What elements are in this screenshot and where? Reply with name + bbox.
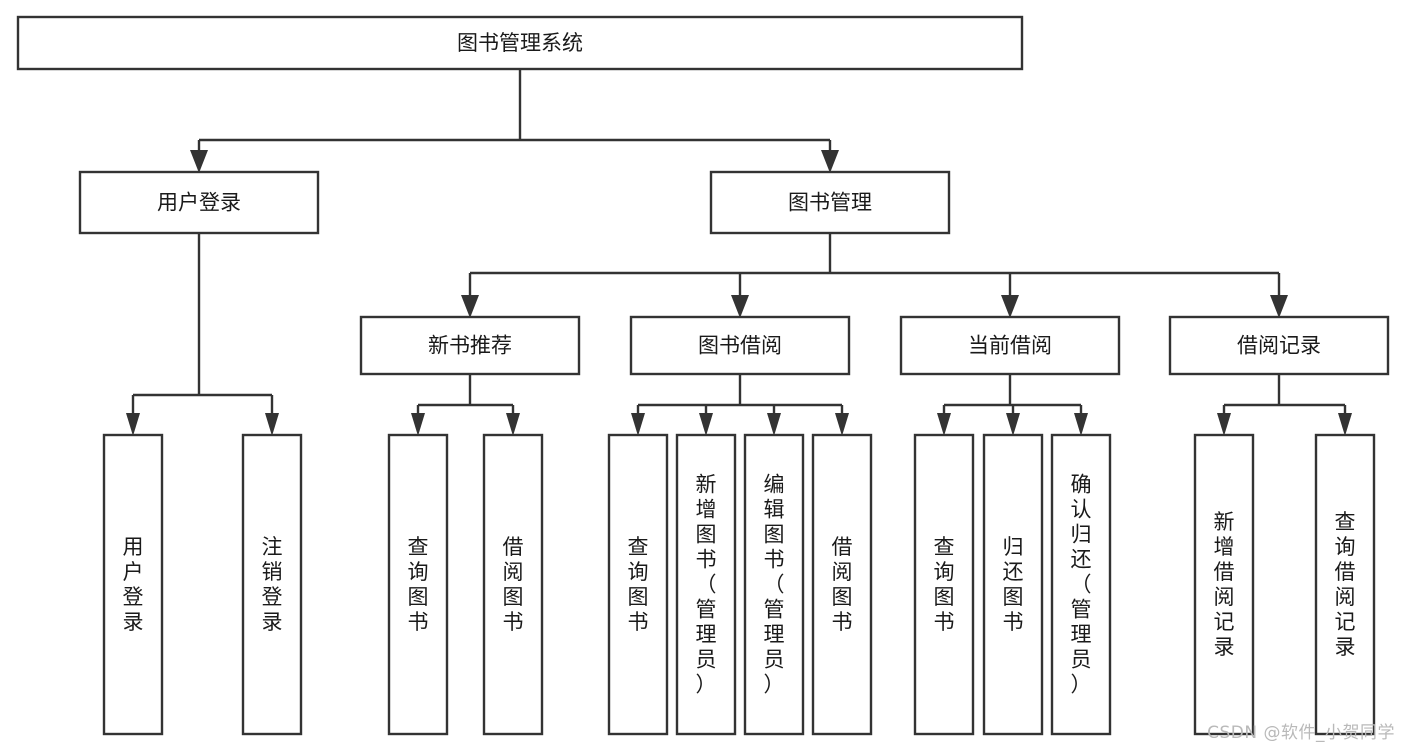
edge-arrowhead-leaf-add-book (699, 413, 713, 436)
node-label-leaf-query-book-3: 查询图书 (934, 535, 955, 634)
node-leaf-confirm-return[interactable]: 确认归还（管理员） (1050, 433, 1112, 736)
node-box-leaf-query-book-1 (387, 433, 449, 736)
nodes-layer: 图书管理系统用户登录图书管理新书推荐图书借阅当前借阅借阅记录用户登录注销登录查询… (16, 15, 1390, 736)
node-label-leaf-borrow-book-1: 借阅图书 (503, 535, 524, 634)
edges-layer (126, 69, 1352, 436)
node-book-borrow[interactable]: 图书借阅 (629, 315, 851, 376)
edge-group-book-manage (461, 233, 1288, 318)
edge-arrowhead-leaf-add-record (1217, 413, 1231, 436)
edge-arrowhead-leaf-user-login (126, 413, 140, 436)
node-box-leaf-logout (241, 433, 303, 736)
node-leaf-query-book-2[interactable]: 查询图书 (607, 433, 669, 736)
edge-group-user-login (126, 233, 279, 436)
node-box-leaf-add-book (675, 433, 737, 736)
node-label-leaf-confirm-return: 确认归还（管理员） (1071, 473, 1092, 697)
edge-group-book-borrow (631, 374, 849, 436)
node-user-login[interactable]: 用户登录 (78, 170, 320, 235)
edge-arrowhead-leaf-confirm-return (1074, 413, 1088, 436)
edge-arrowhead-leaf-query-book-3 (937, 413, 951, 436)
node-label-leaf-logout: 注销登录 (262, 535, 283, 634)
edge-arrowhead-book-borrow (731, 295, 749, 318)
node-box-leaf-query-record (1314, 433, 1376, 736)
node-label-leaf-user-login: 用户登录 (123, 535, 144, 634)
node-leaf-query-book-3[interactable]: 查询图书 (913, 433, 975, 736)
node-box-current-borrow (899, 315, 1121, 376)
node-leaf-logout[interactable]: 注销登录 (241, 433, 303, 736)
node-box-leaf-edit-book (743, 433, 805, 736)
node-box-leaf-query-book-2 (607, 433, 669, 736)
edge-arrowhead-new-book-rec (461, 295, 479, 318)
node-box-user-login (78, 170, 320, 235)
node-leaf-add-book[interactable]: 新增图书（管理员） (675, 433, 737, 736)
node-box-leaf-add-record (1193, 433, 1255, 736)
node-box-book-borrow (629, 315, 851, 376)
node-label-leaf-query-record: 查询借阅记录 (1335, 510, 1356, 659)
node-label-leaf-query-book-2: 查询图书 (628, 535, 649, 634)
node-book-manage[interactable]: 图书管理 (709, 170, 951, 235)
node-box-leaf-query-book-3 (913, 433, 975, 736)
node-new-book-rec[interactable]: 新书推荐 (359, 315, 581, 376)
node-label-leaf-edit-book: 编辑图书（管理员） (764, 473, 785, 697)
node-leaf-borrow-book-1[interactable]: 借阅图书 (482, 433, 544, 736)
node-label-book-manage: 图书管理 (788, 191, 872, 215)
node-box-leaf-user-login (102, 433, 164, 736)
node-label-leaf-add-book: 新增图书（管理员） (696, 473, 717, 697)
node-leaf-return-book[interactable]: 归还图书 (982, 433, 1044, 736)
edge-group-new-book-rec (411, 374, 520, 436)
node-label-leaf-borrow-book-2: 借阅图书 (832, 535, 853, 634)
edge-arrowhead-leaf-query-book-1 (411, 413, 425, 436)
edge-arrowhead-leaf-logout (265, 413, 279, 436)
node-label-borrow-record: 借阅记录 (1237, 334, 1321, 358)
node-leaf-borrow-book-2[interactable]: 借阅图书 (811, 433, 873, 736)
node-box-root (16, 15, 1024, 71)
edge-group-borrow-record (1217, 374, 1352, 436)
node-label-new-book-rec: 新书推荐 (428, 334, 512, 358)
edge-group-current-borrow (937, 374, 1088, 436)
node-current-borrow[interactable]: 当前借阅 (899, 315, 1121, 376)
node-root[interactable]: 图书管理系统 (16, 15, 1024, 71)
node-box-book-manage (709, 170, 951, 235)
node-box-leaf-borrow-book-1 (482, 433, 544, 736)
node-label-root: 图书管理系统 (457, 31, 583, 55)
node-label-user-login: 用户登录 (157, 191, 241, 215)
edge-arrowhead-leaf-return-book (1006, 413, 1020, 436)
node-leaf-add-record[interactable]: 新增借阅记录 (1193, 433, 1255, 736)
edge-arrowhead-leaf-borrow-book-2 (835, 413, 849, 436)
node-borrow-record[interactable]: 借阅记录 (1168, 315, 1390, 376)
edge-arrowhead-leaf-edit-book (767, 413, 781, 436)
edge-arrowhead-book-manage (821, 150, 839, 173)
node-leaf-edit-book[interactable]: 编辑图书（管理员） (743, 433, 805, 736)
edge-group-root (190, 69, 839, 173)
node-leaf-query-book-1[interactable]: 查询图书 (387, 433, 449, 736)
node-label-leaf-return-book: 归还图书 (1003, 535, 1024, 634)
node-label-leaf-add-record: 新增借阅记录 (1214, 510, 1235, 659)
node-label-current-borrow: 当前借阅 (968, 334, 1052, 358)
node-box-leaf-return-book (982, 433, 1044, 736)
edge-arrowhead-leaf-query-book-2 (631, 413, 645, 436)
edge-arrowhead-current-borrow (1001, 295, 1019, 318)
node-leaf-user-login[interactable]: 用户登录 (102, 433, 164, 736)
node-leaf-query-record[interactable]: 查询借阅记录 (1314, 433, 1376, 736)
edge-arrowhead-leaf-borrow-book-1 (506, 413, 520, 436)
node-box-leaf-borrow-book-2 (811, 433, 873, 736)
node-box-borrow-record (1168, 315, 1390, 376)
edge-arrowhead-leaf-query-record (1338, 413, 1352, 436)
node-box-leaf-confirm-return (1050, 433, 1112, 736)
node-label-book-borrow: 图书借阅 (698, 334, 782, 358)
edge-arrowhead-borrow-record (1270, 295, 1288, 318)
edge-arrowhead-user-login (190, 150, 208, 173)
node-box-new-book-rec (359, 315, 581, 376)
node-label-leaf-query-book-1: 查询图书 (408, 535, 429, 634)
